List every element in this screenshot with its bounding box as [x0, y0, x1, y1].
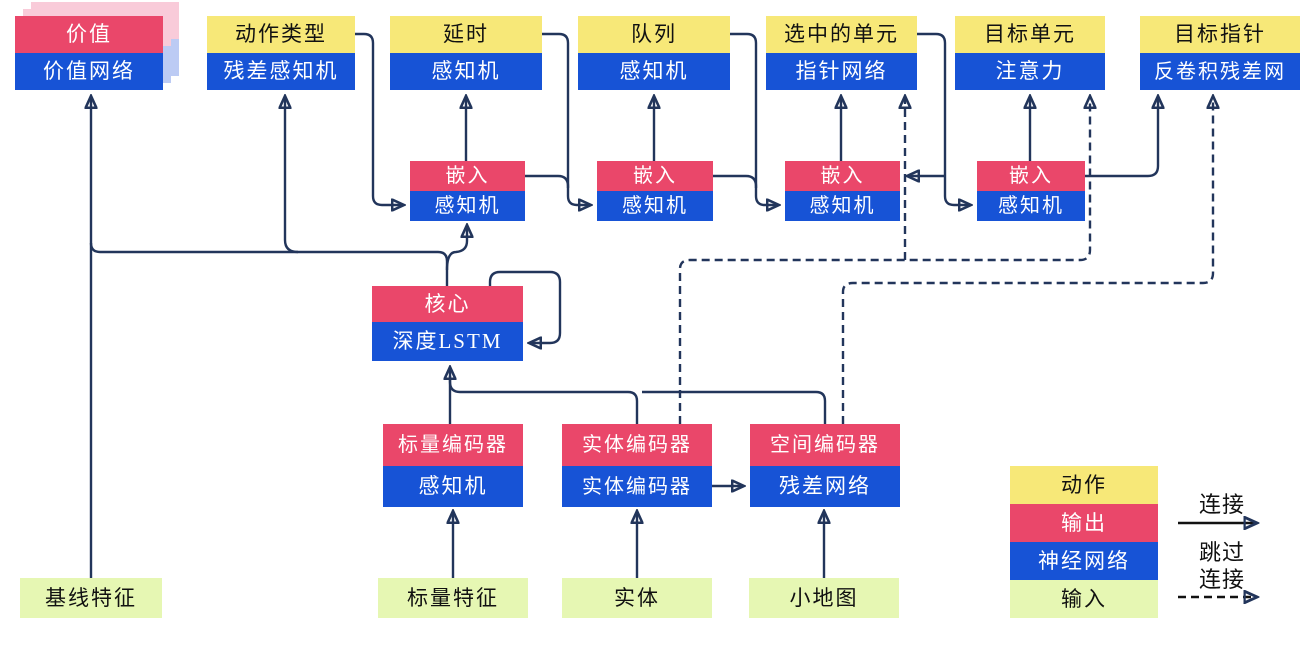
scalar-features-label: 标量特征	[378, 578, 528, 618]
node-scalar-features: 标量特征	[378, 578, 528, 618]
queue-label: 队列	[578, 16, 730, 53]
legend-action-label: 动作	[1010, 466, 1158, 504]
legend-output-label: 输出	[1010, 504, 1158, 542]
node-value: 价值 价值网络	[15, 16, 163, 90]
node-entities: 实体	[562, 578, 712, 618]
target-unit-label: 目标单元	[955, 16, 1105, 53]
node-target-unit: 目标单元 注意力	[955, 16, 1105, 90]
legend-network-label: 神经网络	[1010, 542, 1158, 580]
embed4-label: 嵌入	[977, 161, 1085, 191]
node-delay: 延时 感知机	[390, 16, 542, 90]
core-label: 核心	[372, 286, 523, 322]
selected-units-network-label: 指针网络	[766, 53, 917, 90]
connector-spatial-encoder-to-lstm	[642, 390, 827, 424]
connector-entity-encoder-to-lstm	[448, 376, 639, 424]
queue-network-label: 感知机	[578, 53, 730, 90]
spatial-encoder-network-label: 残差网络	[750, 466, 900, 507]
skip-entity-encoder-to-attention	[678, 97, 1090, 424]
node-embed-4: 嵌入 感知机	[977, 161, 1085, 221]
scalar-encoder-network-label: 感知机	[383, 466, 523, 507]
entity-encoder-network-label: 实体编码器	[562, 466, 712, 507]
node-embed-2: 嵌入 感知机	[597, 161, 713, 221]
connector-core-to-residual-mlp	[285, 97, 299, 254]
node-scalar-encoder: 标量编码器 感知机	[383, 424, 523, 507]
legend-connection-label: 连接	[1198, 492, 1246, 517]
node-action-type: 动作类型 残差感知机	[207, 16, 355, 90]
embed3-label: 嵌入	[785, 161, 900, 191]
connector-actiontype-to-embed1	[355, 32, 403, 205]
node-baseline-features: 基线特征	[20, 578, 162, 618]
embed2-label: 嵌入	[597, 161, 713, 191]
node-embed-3: 嵌入 感知机	[785, 161, 900, 221]
minimap-label: 小地图	[749, 578, 899, 618]
connector-queue-to-embed3	[730, 32, 758, 188]
legend-input-label: 输入	[1010, 580, 1158, 618]
connector-embed2-to-embed3	[713, 174, 778, 205]
legend-color-key: 动作 输出 神经网络 输入	[1010, 466, 1158, 618]
spatial-encoder-label: 空间编码器	[750, 424, 900, 466]
value-network-label: 价值网络	[15, 53, 163, 90]
action-type-network-label: 残差感知机	[207, 53, 355, 90]
connector-lstm-self-loop	[488, 270, 562, 343]
node-entity-encoder: 实体编码器 实体编码器	[562, 424, 712, 507]
connector-core-output-left	[89, 242, 449, 286]
target-point-label: 目标指针	[1140, 16, 1300, 53]
embed4-network-label: 感知机	[977, 191, 1085, 221]
connector-selectedunits-to-embed4	[917, 32, 970, 205]
connector-embed1-to-embed2	[525, 174, 590, 205]
action-type-label: 动作类型	[207, 16, 355, 53]
node-minimap: 小地图	[749, 578, 899, 618]
node-target-point: 目标指针 反卷积残差网	[1140, 16, 1300, 90]
embed3-network-label: 感知机	[785, 191, 900, 221]
target-point-network-label: 反卷积残差网	[1140, 53, 1300, 90]
embed1-network-label: 感知机	[410, 191, 525, 221]
embed1-label: 嵌入	[410, 161, 525, 191]
connector-delay-to-embed2	[542, 32, 570, 188]
legend-skip-label-line1: 跳过	[1198, 540, 1246, 565]
value-output-label: 价值	[15, 16, 163, 53]
core-network-label: 深度LSTM	[372, 322, 523, 361]
baseline-features-label: 基线特征	[20, 578, 162, 618]
node-embed-1: 嵌入 感知机	[410, 161, 525, 221]
node-queue: 队列 感知机	[578, 16, 730, 90]
skip-spatial-encoder-to-deconv	[841, 97, 1213, 424]
node-spatial-encoder: 空间编码器 残差网络	[750, 424, 900, 507]
embed2-network-label: 感知机	[597, 191, 713, 221]
target-unit-network-label: 注意力	[955, 53, 1105, 90]
delay-network-label: 感知机	[390, 53, 542, 90]
node-selected-units: 选中的单元 指针网络	[766, 16, 917, 90]
legend-skip-label-line2: 连接	[1198, 567, 1246, 592]
delay-label: 延时	[390, 16, 542, 53]
entities-label: 实体	[562, 578, 712, 618]
entity-encoder-label: 实体编码器	[562, 424, 712, 466]
selected-units-label: 选中的单元	[766, 16, 917, 53]
connector-embed4-to-deconv	[1085, 97, 1158, 178]
node-core: 核心 深度LSTM	[372, 286, 523, 361]
scalar-encoder-label: 标量编码器	[383, 424, 523, 466]
connector-core-to-embed1	[445, 226, 467, 271]
